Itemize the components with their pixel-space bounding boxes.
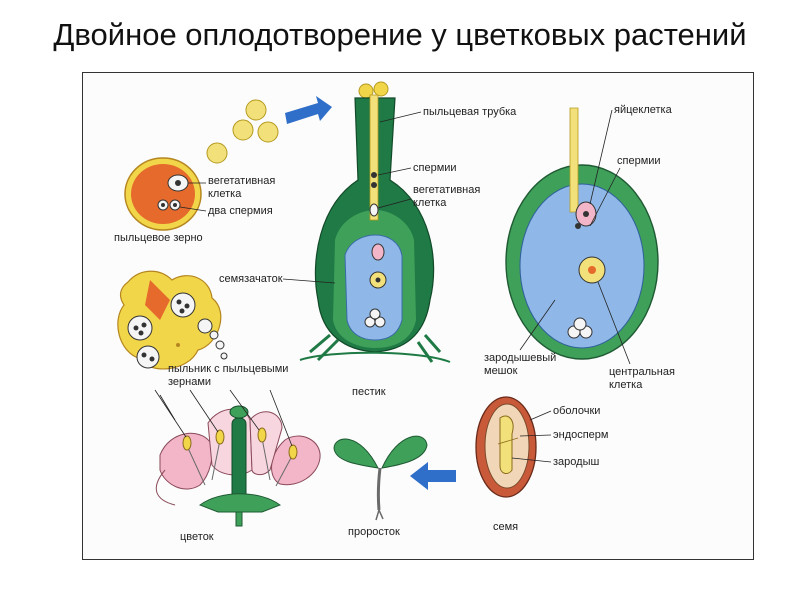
label-two-sperms: два спермия [208,205,273,217]
pistil-illustration [299,81,451,363]
flower-illustration [155,405,321,527]
label-central-cell-b: клетка [609,379,643,391]
label-sperms-1: спермии [413,162,457,174]
label-vegetative-cell-1b: клетка [208,188,242,200]
seed-illustration [475,396,537,498]
label-flower: цветок [180,531,214,543]
embryo-sac-illustration [505,107,659,360]
arrow-to-seedling-icon [410,462,456,490]
label-anther-b: зернами [168,376,211,388]
anther-illustration [117,270,228,370]
label-vegetative-cell-1a: вегетативная [208,175,275,187]
label-pollen-tube: пыльцевая трубка [423,106,517,118]
pollen-grain-illustration [124,157,202,231]
label-ovule: семязачаток [219,273,283,285]
label-vegetative-cell-2b: клетка [413,197,447,209]
label-embryo: зародыш [553,456,599,468]
label-endosperm: эндосперм [553,429,608,441]
anther-leader-lines [154,389,293,447]
label-embryo-sac-a: зародышевый [484,352,556,364]
page-title: Двойное оплодотворение у цветковых расте… [53,17,747,52]
label-central-cell-a: центральная [609,366,675,378]
label-coats: оболочки [553,405,600,417]
label-egg-cell: яйцеклетка [614,104,673,116]
arrow-to-pistil-icon [285,96,332,124]
label-vegetative-cell-2a: вегетативная [413,184,480,196]
label-anther-a: пыльник с пыльцевыми [168,363,288,375]
label-sperms-2: спермии [617,155,661,167]
label-seedling: проросток [348,526,400,538]
cycle-arrow-icon [159,394,176,421]
label-embryo-sac-b: мешок [484,365,518,377]
label-pistil: пестик [352,386,386,398]
label-seed: семя [493,521,518,533]
pollen-grains [206,99,279,164]
label-pollen-grain: пыльцевое зерно [114,232,203,244]
seedling-illustration [333,435,428,521]
